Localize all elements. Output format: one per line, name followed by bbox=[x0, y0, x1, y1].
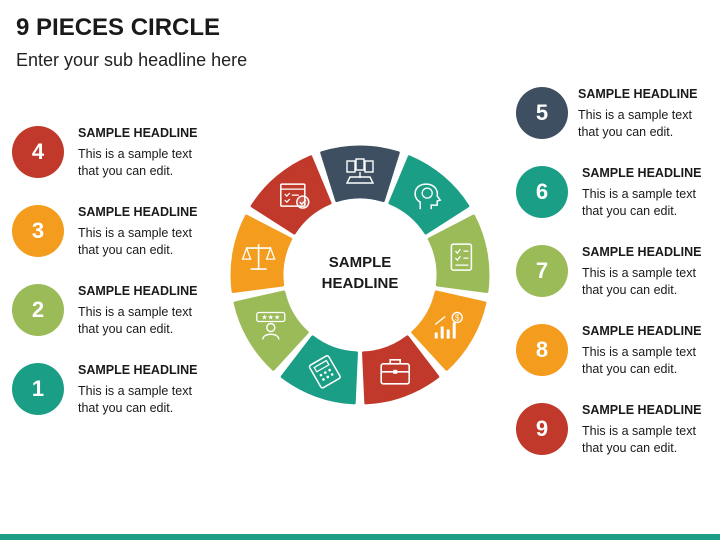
calculator-icon bbox=[308, 355, 341, 389]
item-5: 5 SAMPLE HEADLINE This is a sample text … bbox=[516, 87, 716, 147]
item-4-text: This is a sample text that you can edit. bbox=[78, 147, 192, 178]
item-9: 9 SAMPLE HEADLINE This is a sample text … bbox=[516, 403, 716, 463]
item-4-headline: SAMPLE HEADLINE bbox=[78, 126, 198, 140]
wheel-segment-8 bbox=[230, 214, 293, 293]
item-1: 1 SAMPLE HEADLINE This is a sample text … bbox=[12, 363, 212, 423]
item-9-headline: SAMPLE HEADLINE bbox=[582, 403, 702, 417]
wheel-segment-7 bbox=[233, 290, 309, 371]
documents-icon bbox=[345, 158, 375, 184]
page-title: 9 PIECES CIRCLE bbox=[16, 14, 221, 41]
balance-scale-icon bbox=[241, 244, 276, 270]
badge-3: 3 bbox=[12, 205, 64, 257]
item-6-headline: SAMPLE HEADLINE bbox=[582, 166, 702, 180]
svg-text:$: $ bbox=[455, 314, 460, 323]
customer-rating-icon: ★★★ bbox=[256, 311, 286, 340]
item-2-text: This is a sample text that you can edit. bbox=[78, 305, 192, 336]
item-7: 7 SAMPLE HEADLINE This is a sample text … bbox=[516, 245, 716, 305]
item-6-text: This is a sample text that you can edit. bbox=[582, 187, 696, 218]
item-1-text: This is a sample text that you can edit. bbox=[78, 384, 192, 415]
item-4: 4 SAMPLE HEADLINE This is a sample text … bbox=[12, 126, 212, 186]
badge-2: 2 bbox=[12, 284, 64, 336]
item-2-headline: SAMPLE HEADLINE bbox=[78, 284, 198, 298]
svg-text:★★★: ★★★ bbox=[261, 314, 280, 322]
item-7-headline: SAMPLE HEADLINE bbox=[582, 245, 702, 259]
checklist-icon bbox=[450, 243, 473, 271]
item-8: 8 SAMPLE HEADLINE This is a sample text … bbox=[516, 324, 716, 384]
item-3: 3 SAMPLE HEADLINE This is a sample text … bbox=[12, 205, 212, 265]
item-6: 6 SAMPLE HEADLINE This is a sample text … bbox=[516, 166, 716, 226]
badge-7: 7 bbox=[516, 245, 568, 297]
item-8-headline: SAMPLE HEADLINE bbox=[582, 324, 702, 338]
center-headline-line1: SAMPLE bbox=[328, 254, 392, 271]
wheel-segment-3 bbox=[427, 214, 490, 293]
badge-9: 9 bbox=[516, 403, 568, 455]
badge-4: 4 bbox=[12, 126, 64, 178]
item-7-text: This is a sample text that you can edit. bbox=[582, 266, 696, 297]
growth-chart-icon: $ bbox=[434, 311, 463, 339]
item-5-text: This is a sample text that you can edit. bbox=[578, 108, 692, 139]
badge-5: 5 bbox=[516, 87, 568, 139]
item-1-headline: SAMPLE HEADLINE bbox=[78, 363, 198, 377]
wheel-segment-2 bbox=[388, 155, 470, 235]
badge-1: 1 bbox=[12, 363, 64, 415]
item-3-text: This is a sample text that you can edit. bbox=[78, 226, 192, 257]
briefcase-icon bbox=[380, 359, 410, 385]
badge-8: 8 bbox=[516, 324, 568, 376]
item-5-headline: SAMPLE HEADLINE bbox=[578, 87, 698, 101]
brain-head-icon bbox=[414, 183, 442, 210]
approved-form-icon bbox=[280, 183, 310, 209]
wheel-segment-9 bbox=[250, 155, 332, 235]
item-9-text: This is a sample text that you can edit. bbox=[582, 424, 696, 455]
item-2: 2 SAMPLE HEADLINE This is a sample text … bbox=[12, 284, 212, 344]
item-8-text: This is a sample text that you can edit. bbox=[582, 345, 696, 376]
nine-piece-wheel: $ ★★★ bbox=[230, 145, 490, 405]
center-headline: SAMPLE HEADLINE bbox=[305, 252, 415, 294]
wheel-segment-5 bbox=[362, 335, 440, 405]
badge-6: 6 bbox=[516, 166, 568, 218]
bottom-accent-bar bbox=[0, 534, 720, 540]
center-headline-line2: HEADLINE bbox=[321, 275, 399, 292]
item-3-headline: SAMPLE HEADLINE bbox=[78, 205, 198, 219]
page-subtitle: Enter your sub headline here bbox=[16, 50, 248, 70]
